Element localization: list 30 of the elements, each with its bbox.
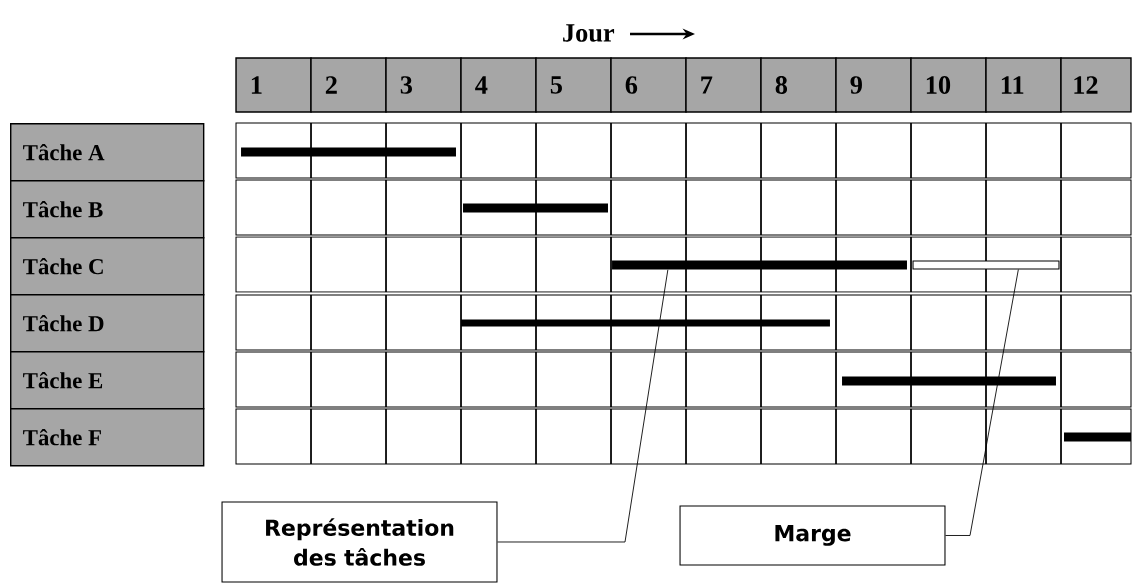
task-bar (463, 203, 608, 213)
task-cell: Tâche B (10, 180, 205, 239)
header-cell: 6 (610, 57, 687, 113)
task-bar (612, 260, 907, 270)
leader-line (497, 269, 669, 543)
margin-bar (912, 260, 1060, 270)
task-bar (461, 319, 830, 327)
task-cell: Tâche F (10, 408, 205, 467)
header-cell: 10 (910, 57, 987, 113)
axis-title: Jour (563, 24, 615, 42)
header-cell: 1 (235, 57, 312, 113)
header-cell: 7 (685, 57, 762, 113)
header-cell: 4 (460, 57, 537, 113)
task-cell: Tâche A (10, 123, 205, 182)
task-bar (1064, 432, 1131, 442)
header-cell: 5 (535, 57, 612, 113)
header-cell: 9 (835, 57, 912, 113)
task-bar (241, 147, 456, 157)
task-cell: Tâche C (10, 237, 205, 296)
task-cell: Tâche E (10, 351, 205, 410)
header-cell: 11 (985, 57, 1062, 113)
callout-box: Marge (679, 505, 946, 566)
header-cell: 8 (760, 57, 837, 113)
leader-line (945, 269, 1019, 536)
header-cell: 2 (310, 57, 387, 113)
header-cell: 3 (385, 57, 462, 113)
task-bar (842, 376, 1056, 386)
callout-box: Représentation des tâches (221, 501, 498, 583)
header-cell: 12 (1060, 57, 1132, 113)
task-cell: Tâche D (10, 294, 205, 353)
